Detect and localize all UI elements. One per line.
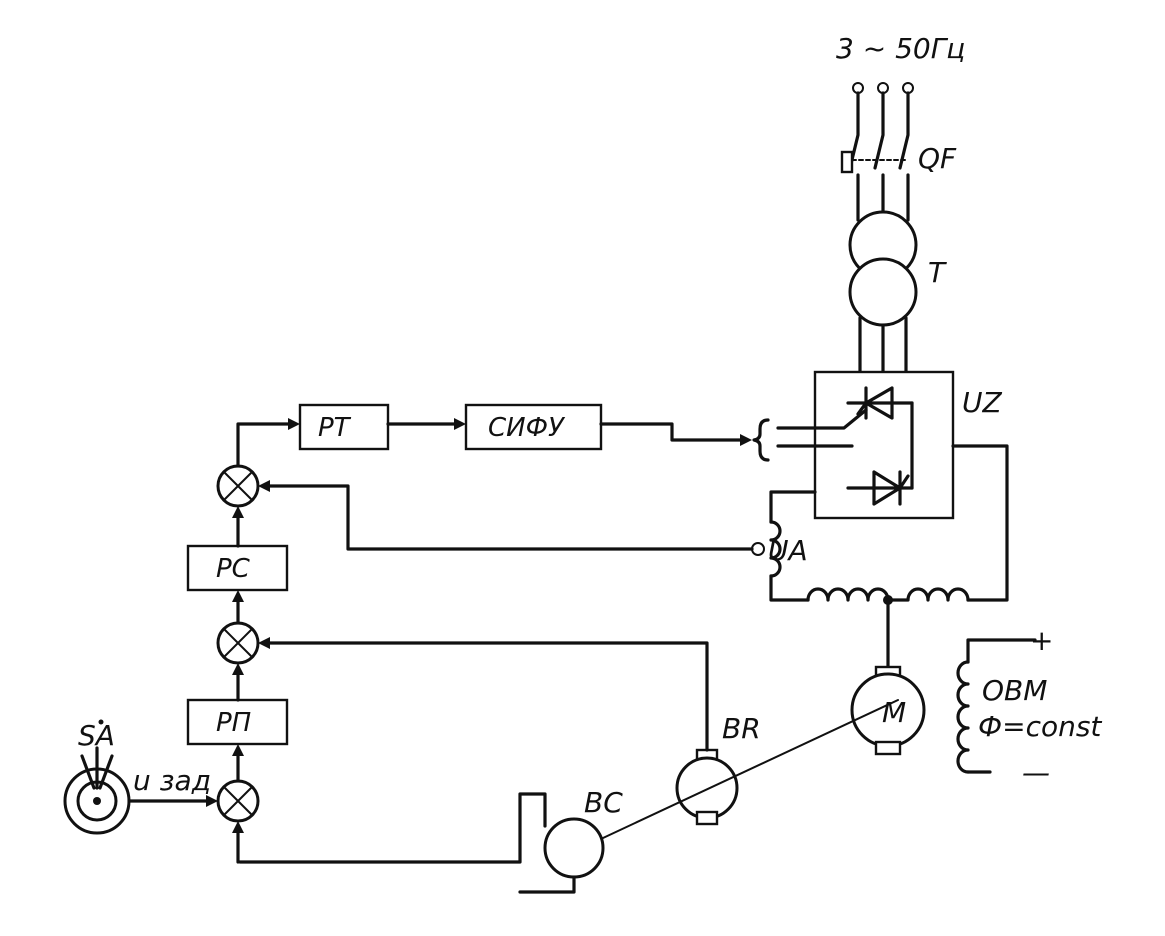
arrow-position-feedback	[232, 821, 244, 833]
setpoint-center-dot	[93, 797, 101, 805]
control-chain: РТ СИФУ РС РП	[186, 403, 770, 864]
position-sensor: BC	[238, 786, 623, 894]
summing-junction-speed	[216, 621, 260, 665]
setpoint-signal-label: u зад	[133, 764, 211, 797]
current-regulator-block	[298, 403, 390, 451]
wire-sum-current-to-rt	[236, 422, 294, 468]
armature-lead-right	[951, 444, 1009, 602]
arrow-current-feedback	[258, 480, 270, 492]
motor-brush-bottom	[874, 740, 902, 756]
reactor-coil-right	[886, 587, 970, 602]
setpoint-switch-label: SA	[78, 719, 115, 752]
tacho-label: BR	[722, 712, 761, 745]
field-plus-sign: +	[1030, 624, 1053, 657]
converter-label: UZ	[962, 386, 1002, 419]
tacho-circle	[675, 756, 739, 820]
wire-sifu-to-converter	[599, 422, 744, 442]
transformer-secondary-winding	[848, 257, 918, 327]
position-regulator-block	[186, 698, 289, 746]
current-sensor-coil	[769, 520, 782, 578]
arrow-speed-feedback	[258, 637, 270, 649]
field-winding: + — ОВМ Ф=const	[956, 624, 1102, 789]
control-input-upper	[776, 408, 868, 430]
breaker-handle	[840, 150, 854, 174]
pulse-phase-control-block	[464, 403, 603, 451]
tacho-brush-bottom	[695, 810, 719, 826]
field-minus-sign: —	[1022, 756, 1050, 789]
motor: M	[850, 665, 926, 756]
current-feedback-wire	[266, 484, 754, 551]
summing-junction-current	[216, 464, 260, 508]
summing-junction-position	[216, 779, 260, 823]
arrow-into-rp	[232, 744, 244, 756]
arrow-into-sum-current	[232, 506, 244, 518]
position-regulator-label: РП	[216, 708, 251, 738]
supply-section: 3 ~ 50Гц QF	[836, 32, 965, 222]
armature-lead-left	[769, 490, 817, 524]
transformer-output-lines	[858, 316, 908, 374]
field-winding-top-lead	[966, 638, 1037, 664]
pulse-phase-control-label: СИФУ	[488, 413, 566, 443]
field-winding-name: ОВМ	[982, 674, 1047, 707]
current-sensor-terminal	[751, 542, 765, 556]
transformer: T	[848, 210, 947, 374]
supply-label: 3 ~ 50Гц	[836, 32, 965, 65]
position-sensor-label: BC	[584, 786, 623, 819]
arrow-setpoint	[206, 795, 218, 807]
thyristor-converter: UZ	[776, 370, 1002, 520]
field-winding-condition: Ф=const	[978, 710, 1102, 743]
position-sensor-circle	[543, 817, 605, 879]
breaker-label: QF	[918, 142, 957, 175]
current-regulator-label: РТ	[318, 413, 352, 443]
current-sensor-label: UA	[768, 534, 808, 567]
armature-circuit: UA	[751, 444, 1009, 672]
common-shaft	[602, 699, 899, 839]
setpoint-switch-dot	[98, 719, 104, 725]
thyristor-upper-icon	[846, 386, 914, 420]
supply-phase-line	[848, 91, 910, 170]
thyristor-lower-icon	[846, 470, 914, 506]
tachogenerator: BR	[675, 712, 761, 826]
breaker-output-lines	[856, 173, 910, 222]
reactor-coil-left	[806, 587, 890, 602]
position-sensor-bottom-lead	[518, 875, 576, 894]
setpoint-source: SA u зад	[63, 719, 218, 835]
arrow-into-sifu	[454, 418, 466, 430]
position-sensor-top-lead	[238, 792, 547, 864]
arrow-into-sum-speed	[232, 663, 244, 675]
setpoint-pointer-lines	[80, 746, 114, 790]
field-winding-coil	[956, 660, 970, 774]
arrow-into-rs	[232, 590, 244, 602]
transformer-label: T	[928, 256, 947, 289]
control-brace	[752, 418, 770, 462]
armature-lead-left-lower	[769, 574, 810, 602]
arrow-into-converter	[740, 434, 752, 446]
speed-regulator-label: РС	[216, 554, 251, 584]
arrow-into-rt	[288, 418, 300, 430]
speed-feedback-wire	[266, 641, 709, 752]
